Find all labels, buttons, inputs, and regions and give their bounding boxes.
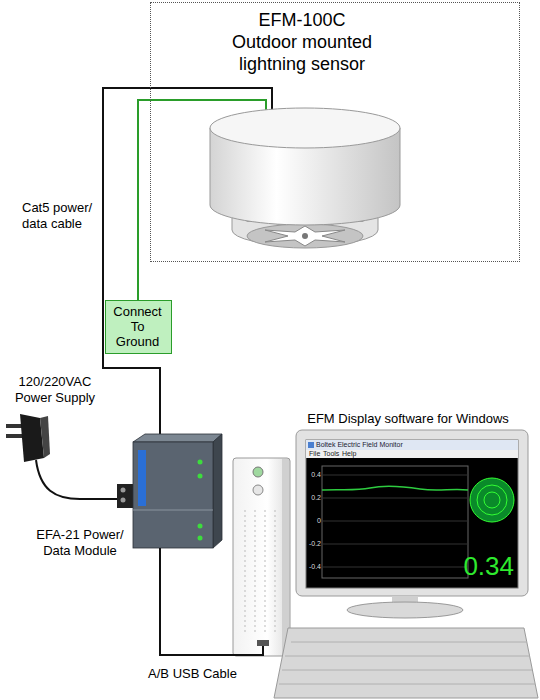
field-trace [322,486,468,490]
axis-tick: 0.2 [306,494,321,502]
axis-tick: -0.4 [306,563,321,571]
field-readout: 0.34 [452,551,514,581]
menu-item: Tools [323,450,341,458]
reset-button [253,485,263,495]
terminal-screw [121,498,126,503]
module-led [198,536,203,541]
power-button [253,467,263,477]
computer-tower [233,458,290,656]
field-readout: 0.34 [452,551,514,581]
ground-wire [138,100,150,300]
usb-cable [160,548,263,655]
grid-line [322,567,468,568]
sensor-top [210,108,400,148]
tower-vent [255,510,256,632]
usb-port [257,640,269,646]
menu-item: Help [342,450,358,458]
menu-item: Help [342,450,358,458]
node-title: EFM-100C Outdoor mounted lightning senso… [226,9,378,75]
axis-tick: -0.4 [306,563,321,571]
ground-box: Connect To Ground [105,300,172,354]
module-led [198,460,203,465]
cable-label: A/B USB Cable [135,666,250,682]
menu-item: Tools [323,450,341,458]
monitor-base [347,602,463,618]
plug-prong [6,424,22,428]
cable-label: Cat5 power/ data cable [22,200,102,232]
sensor-rotor [265,226,345,246]
radar-ring [477,485,507,515]
power-adapter-side [40,416,50,458]
module-led [198,474,203,479]
module-logo-strip [138,450,146,506]
window-icon [308,442,314,448]
device-label: EFM Display software for Windows [293,411,523,427]
keyboard [274,628,538,698]
module-side [213,434,222,548]
device-label: EFM Display software for Windows [293,411,523,427]
window-menu-bar [306,450,518,458]
axis-tick: -0.2 [306,540,321,548]
ground-wire [150,100,266,112]
axis-tick: 0.4 [306,471,321,479]
key-row [279,684,535,685]
sensor-rotor-disc [247,224,363,248]
window-title: Boltek Electric Field Monitor [316,441,456,449]
sensor-region: EFM-100C Outdoor mounted lightning senso… [150,2,520,262]
menu-item: File [309,450,323,458]
axis-tick: 0.2 [306,494,321,502]
node-text: Connect To Ground [110,304,166,349]
efa-21-module [133,442,213,548]
grid-line [322,521,468,522]
monitor-screen [306,440,518,588]
window-title: Boltek Electric Field Monitor [316,441,456,449]
power-cord [36,460,118,499]
device-label: EFA-21 Power/ Data Module [32,527,128,559]
menu-item: File [309,450,323,458]
grid-line [322,475,468,476]
terminal-block [117,484,134,508]
grid-line [322,498,468,499]
tower-vent [265,510,266,632]
axis-tick: -0.2 [306,540,321,548]
radar-ring [470,478,514,522]
module-panel-line [133,510,213,511]
device-label: 120/220VAC Power Supply [10,374,100,406]
tower-vent [275,510,276,632]
axis-tick: 0 [306,517,321,525]
tower-vent [245,510,246,632]
axis-tick: 0 [306,517,321,525]
key-row [282,670,532,671]
plug-prong [6,434,22,438]
sensor-hub [302,233,308,239]
axis-tick: 0.4 [306,471,321,479]
device-label: EFA-21 Power/ Data Module [32,527,128,559]
device-label: 120/220VAC Power Supply [10,374,100,406]
tower-side [282,459,289,655]
key-row [291,642,527,643]
plot-area [322,466,468,578]
cable-label: Cat5 power/ data cable [22,200,102,232]
radar-ring [484,492,500,508]
terminal-screw [121,488,126,493]
monitor-bezel [296,430,528,596]
module-top [133,434,222,442]
key-row [285,656,530,657]
grid-line [322,544,468,545]
module-led [198,524,203,529]
window-title-bar [306,440,518,450]
cable-label: A/B USB Cable [135,666,250,682]
